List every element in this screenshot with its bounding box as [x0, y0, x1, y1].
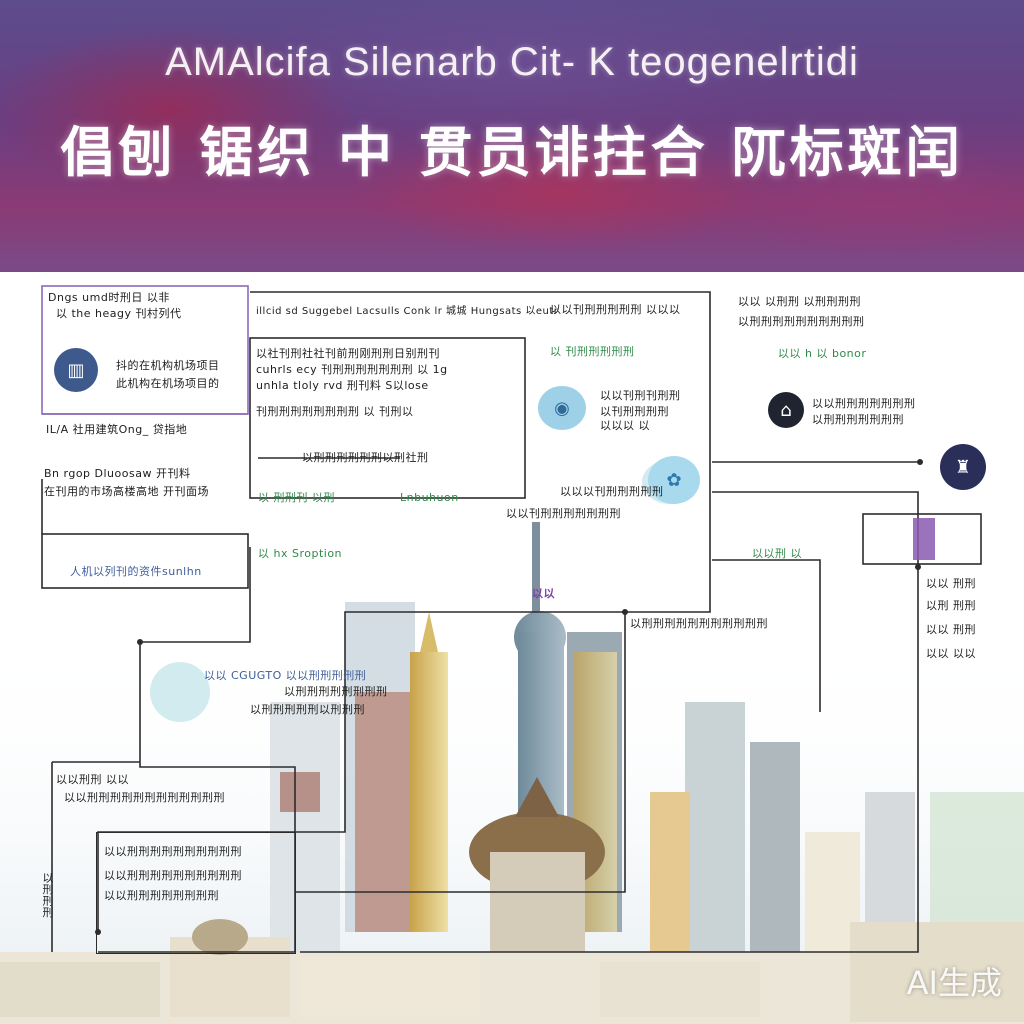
right-column-item-2: 以刑 刑刑 [926, 599, 976, 612]
center-caption-sub: 以刑刑刑刑刑刑刑刑 [284, 685, 388, 698]
center-box-line-1: 以社刊刑社社刊前刑刚刑刑日别刑刊 [256, 347, 440, 360]
left-bottom-box-line-3: 以以刑刑刑刑刑刑刑刑 [104, 889, 219, 902]
city-badge-icon: ♜ [940, 444, 986, 490]
purple-label: 以以 [532, 587, 555, 600]
right-top-line-2: 以刑刑刑刑刑刑刑刑刑刑 [738, 315, 865, 328]
left-top-line-4: 此机构在机场项目的 [116, 377, 220, 390]
left-vertical-label: 以刑刑刑 [41, 872, 54, 918]
right-top-line-1: 以以 以刑刑 以刑刑刑刑 [738, 295, 861, 308]
world-map-icon: ◉ [538, 386, 586, 430]
mid-right-box-line-2: 以刊刑刑刑刑 [600, 405, 669, 418]
banner-title-latin: AMAlcifa Silenarb Cit- K teogenelrtidi [165, 40, 859, 84]
center-header: illcid sd Suggebel Lacsulls Conk lr 城城 H… [256, 306, 559, 317]
left-small-label: 人机以列刊的资件sunlhn [70, 565, 202, 578]
mid-right-box-line-3: 以以以 以 [600, 419, 650, 432]
ai-generated-watermark: AI生成 [906, 964, 1002, 1002]
left-top-line-2: 以 the heagy 刊村列代 [56, 307, 182, 320]
left-bottom-box-line-2: 以以刑刑刑刑刑刑刑刑刑刑 [104, 869, 242, 882]
left-bottom-small-line-1: 以以刑刑 以以 [56, 773, 129, 786]
mid-right-line-1: 以以刊刑刑刑刑刑 以以以 [550, 303, 681, 316]
left-mid-line-1: Bn rgop Dluoosaw 开刊料 [44, 467, 191, 480]
right-column-item-3: 以以 刑刑 [926, 623, 976, 636]
center-box-line-2: cuhrls ecy 刊刑刑刑刑刑刑刑 以 1g [256, 363, 448, 376]
left-top-line-1: Dngs umd时刑日 以非 [48, 291, 170, 304]
connector-lines [41, 285, 982, 953]
green-label-4: 以以刑 以 [752, 547, 802, 560]
mid-right-line-2: 以 刊刑刑刑刑刑 [550, 345, 635, 358]
left-bottom-small-line-2: 以以刑刑刑刑刑刑刑刑刑刑刑刑 [64, 791, 225, 804]
center-line: 以刑刑刑刑刑刑以刑社刑 [302, 451, 429, 464]
center-caption: 以以 CGUGTO 以以刑刑刑刑刑 [204, 669, 367, 682]
left-bottom-frame [96, 832, 296, 954]
left-mid-line-2: 在刊用的市场高楼高地 开刊面场 [44, 485, 209, 498]
green-label-2: Lnbuhuon [400, 491, 459, 504]
right-column-item-4: 以以 以以 [926, 647, 976, 660]
right-icon-line-1: 以以刑刑刑刑刑刑刑 [812, 397, 916, 410]
left-top-line-3: 抖的在机构机场项目 [116, 359, 220, 372]
green-label-1: 以 刑刑刊 以刑 [258, 491, 335, 504]
city-skyline-illustration [0, 460, 1024, 1024]
banner-title-cjk: 倡刨 锯织 中 贯员诽拄合 阢标斑闰 [60, 121, 964, 184]
building-globe-icon: ▥ [54, 348, 98, 392]
right-icon-line-2: 以刑刑刑刑刑刑刑 [812, 413, 904, 426]
right-caption: 以刑刑刑刑刑刑刑刑刑刑刑 [630, 617, 768, 630]
museum-icon: ⌂ [768, 392, 804, 428]
right-column-item-1: 以以 刑刑 [926, 577, 976, 590]
infographic-diagram: ▥ ◉ ⌂ ♜ ✿ Dngs umd时刑日 以非 以 the heagy 刊村列… [0, 272, 1024, 1024]
left-mid-label: IL/A 社用建筑Ong_ 贷指地 [46, 423, 188, 436]
header-banner: AMAlcifa Silenarb Cit- K teogenelrtidi 倡… [0, 0, 1024, 272]
mid-lower-line-1: 以以以刊刑刑刑刑刑 [560, 485, 664, 498]
center-box-line-3: unhla tloly rvd 刑刊料 S以lose [256, 379, 429, 392]
left-bottom-box-line-1: 以以刑刑刑刑刑刑刑刑刑刑 [104, 845, 242, 858]
green-label-3: 以 hx Sroption [258, 547, 343, 560]
center-caption-sub2: 以刑刑刑刑刑以刑刑刑 [250, 703, 365, 716]
teal-splash-icon: ✿ [648, 456, 700, 504]
mid-lower-line-2: 以以刊刑刑刑刑刑刑刑 [506, 507, 621, 520]
right-top-green: 以以 h 以 bonor [778, 347, 867, 360]
center-box-line-4: 刊刑刑刑刑刑刑刑刑 以 刊刑以 [256, 405, 414, 418]
mid-right-box-line-1: 以以刊刑刊刑刑 [600, 389, 681, 402]
